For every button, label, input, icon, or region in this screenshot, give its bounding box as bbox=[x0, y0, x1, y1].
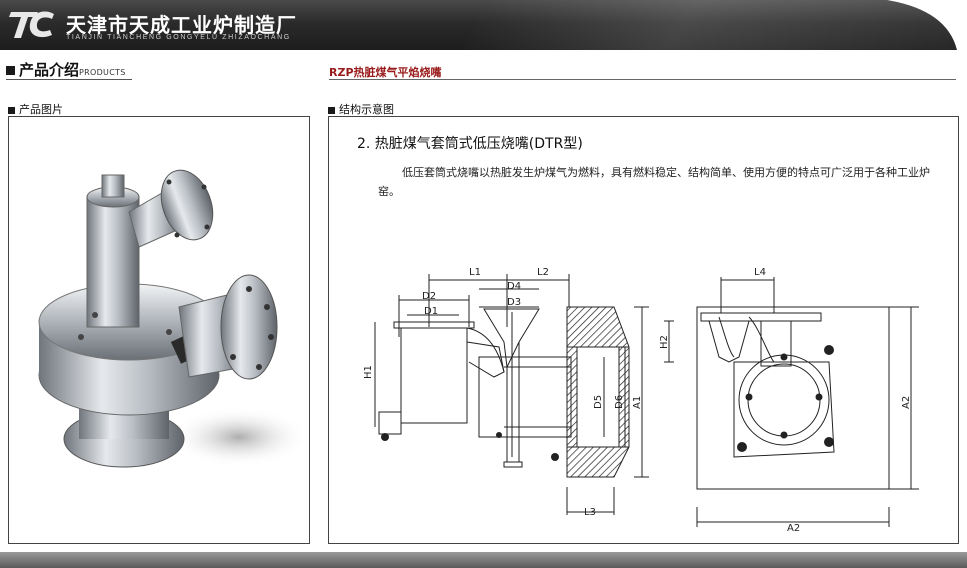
diagram-description: 低压套筒式烧嘴以热脏发生炉煤气为燃料，具有燃料稳定、结构简单、使用方便的特点可广… bbox=[378, 166, 930, 198]
diagram-label-text: 结构示意图 bbox=[339, 103, 394, 116]
label-a1: A1 bbox=[632, 396, 643, 409]
logo-text: TC bbox=[8, 8, 10, 9]
label-h2: H2 bbox=[659, 335, 670, 349]
label-l2: L2 bbox=[537, 267, 549, 278]
label-a2-right: A2 bbox=[901, 396, 912, 409]
product-title-underline bbox=[329, 79, 956, 80]
photo-label-text: 产品图片 bbox=[19, 103, 63, 116]
company-logo-icon: TC bbox=[8, 8, 54, 38]
company-name: 天津市天成工业炉制造厂 bbox=[66, 13, 297, 37]
label-l1: L1 bbox=[469, 267, 481, 278]
label-d3: D3 bbox=[507, 297, 521, 308]
product-photo-panel bbox=[8, 116, 310, 544]
header-corner-curve bbox=[887, 0, 967, 50]
label-d6: D6 bbox=[614, 395, 625, 409]
burner-photo bbox=[38, 169, 309, 468]
products-title-text: 产品介绍 bbox=[19, 61, 80, 79]
label-d5: D5 bbox=[593, 395, 604, 409]
bullet-square-icon bbox=[6, 66, 15, 75]
bullet-square-icon bbox=[328, 106, 335, 114]
products-en-text: PRODUCTS bbox=[79, 68, 126, 77]
label-d4: D4 bbox=[507, 281, 521, 292]
label-d2: D2 bbox=[422, 291, 436, 302]
diagram-section-label: 结构示意图 bbox=[328, 101, 394, 117]
label-a2-bottom: A2 bbox=[787, 523, 800, 534]
diagram-heading: 2. 热脏煤气套筒式低压烧嘴(DTR型) bbox=[357, 136, 583, 152]
site-header: TC 天津市天成工业炉制造厂 TIANJIN TIANCHENG GONGYEL… bbox=[0, 0, 967, 50]
structure-diagram-panel: 2. 热脏煤气套筒式低压烧嘴(DTR型) 低压套筒式烧嘴以热脏发生炉煤气为燃料，… bbox=[328, 116, 959, 544]
burner-structure-drawing: L1 L2 D4 D3 D2 D1 L3 L4 A2 H1 D5 D6 A1 H… bbox=[363, 267, 919, 534]
bullet-square-icon bbox=[8, 106, 15, 114]
label-h1: H1 bbox=[363, 365, 374, 379]
products-section-title: 产品介绍PRODUCTS bbox=[6, 59, 126, 80]
label-l3: L3 bbox=[584, 507, 596, 518]
site-footer bbox=[0, 552, 967, 568]
product-title: RZP热脏煤气平焰烧嘴 bbox=[329, 66, 442, 79]
label-d1: D1 bbox=[424, 306, 438, 317]
company-pinyin: TIANJIN TIANCHENG GONGYELU ZHIZAOCHANG bbox=[66, 34, 291, 41]
products-underline bbox=[6, 79, 132, 80]
label-l4: L4 bbox=[754, 267, 766, 278]
photo-section-label: 产品图片 bbox=[8, 101, 63, 117]
